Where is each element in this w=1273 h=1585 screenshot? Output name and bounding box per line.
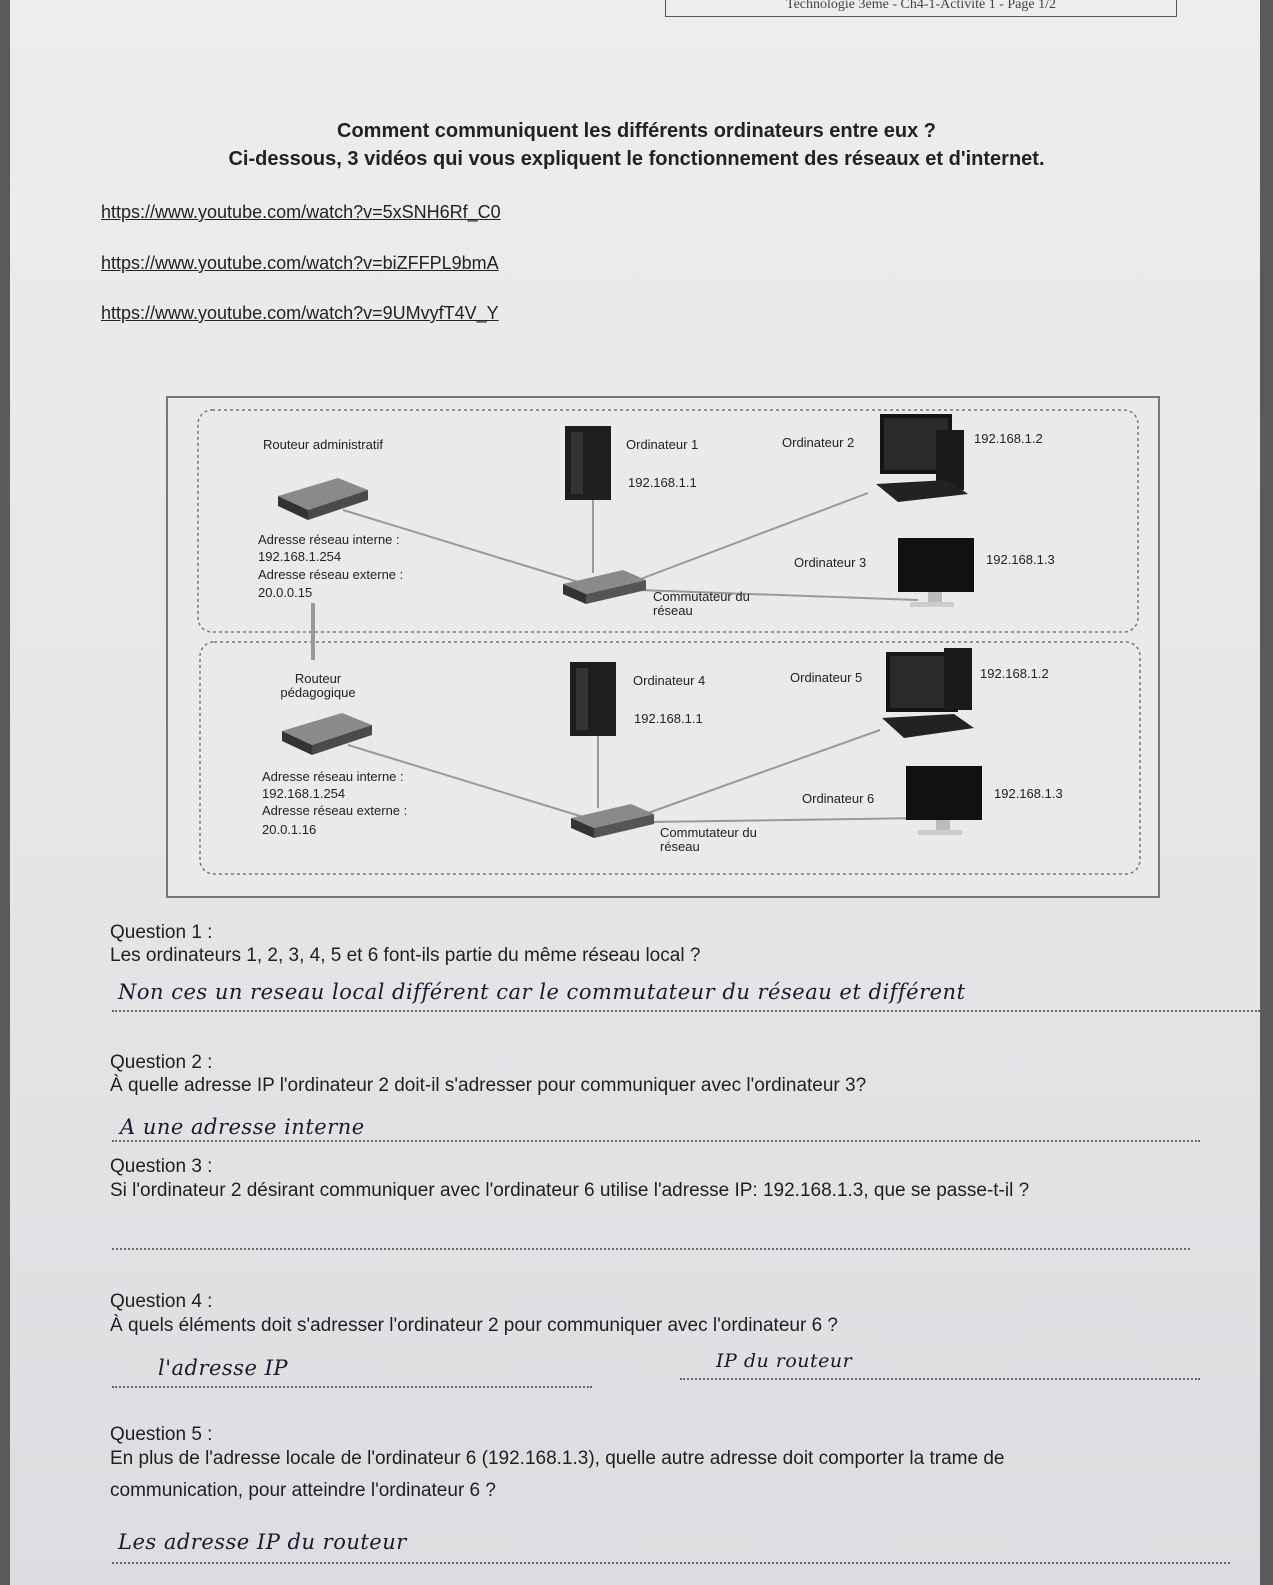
router-admin-ext-ip: 20.0.0.15 — [258, 585, 313, 600]
router-pedagogic-int-label: Adresse réseau interne : — [262, 769, 404, 784]
network-1-boundary — [197, 409, 1139, 633]
router-admin-label: Routeur administratif — [263, 437, 383, 452]
switch-1-label: Commutateur du réseau — [653, 589, 750, 618]
switch-2-label: Commutateur du réseau — [660, 825, 757, 854]
question-1-title: Question 1 : — [110, 922, 213, 943]
switch-1-icon — [563, 570, 646, 604]
question-5-title: Question 5 : — [110, 1424, 213, 1445]
pc-4-ip: 192.168.1.1 — [634, 711, 703, 726]
question-3-title: Question 3 : — [110, 1156, 213, 1177]
answer-4a[interactable]: l'adresse IP — [158, 1356, 289, 1380]
video-link-3[interactable]: https://www.youtube.com/watch?v=9UMvyfT4… — [101, 303, 499, 323]
answer-2-line — [112, 1140, 1200, 1142]
page-header: Technologie 3ème - Ch4-1-Activité 1 - Pa… — [665, 0, 1177, 17]
answer-1[interactable]: Non ces un reseau local différent car le… — [118, 980, 966, 1004]
router-pedagogic-icon — [282, 713, 372, 755]
question-5-text-line2: communication, pour atteindre l'ordinate… — [110, 1480, 496, 1501]
router-admin-icon — [278, 478, 368, 520]
question-2-text: À quelle adresse IP l'ordinateur 2 doit-… — [110, 1075, 867, 1096]
video-link-2[interactable]: https://www.youtube.com/watch?v=biZFFPL9… — [101, 253, 499, 273]
question-4-text: À quels éléments doit s'adresser l'ordin… — [110, 1315, 838, 1336]
pc-6-ip: 192.168.1.3 — [994, 786, 1063, 801]
desktop-pc-5-icon — [882, 648, 974, 738]
switch-2-icon — [571, 804, 654, 838]
answer-1-line — [112, 1010, 1260, 1012]
pc-4-label: Ordinateur 4 — [633, 673, 706, 688]
pc-2-label: Ordinateur 2 — [782, 435, 855, 450]
router-admin-int-ip: 192.168.1.254 — [258, 549, 342, 564]
router-pedagogic-ext-ip: 20.0.1.16 — [262, 822, 317, 837]
answer-5-line — [112, 1562, 1230, 1564]
pc-5-label: Ordinateur 5 — [790, 670, 863, 685]
answer-4b-line — [680, 1378, 1200, 1380]
answer-2[interactable]: A une adresse interne — [120, 1115, 365, 1139]
answer-4a-line — [112, 1386, 592, 1388]
router-pedagogic-ext-label: Adresse réseau externe : — [262, 803, 408, 818]
network-2-boundary — [199, 641, 1141, 875]
tower-pc-4-icon — [570, 662, 616, 736]
page-subtitle: Ci-dessous, 3 vidéos qui vous expliquent… — [228, 148, 1045, 170]
tower-pc-1-icon — [565, 426, 611, 500]
question-1-text: Les ordinateurs 1, 2, 3, 4, 5 et 6 font-… — [110, 945, 701, 966]
pc-1-ip: 192.168.1.1 — [628, 475, 697, 490]
pc-3-ip: 192.168.1.3 — [986, 552, 1055, 567]
desktop-pc-2-icon — [876, 414, 968, 502]
question-2-title: Question 2 : — [110, 1052, 213, 1073]
page-title: Comment communiquent les différents ordi… — [337, 120, 936, 142]
pc-3-label: Ordinateur 3 — [794, 555, 867, 570]
pc-2-ip: 192.168.1.2 — [974, 431, 1043, 446]
video-link-1[interactable]: https://www.youtube.com/watch?v=5xSNH6Rf… — [101, 202, 501, 222]
pc-1-label: Ordinateur 1 — [626, 437, 699, 452]
router-pedagogic-int-ip: 192.168.1.254 — [262, 786, 346, 801]
question-5-text-line1: En plus de l'adresse locale de l'ordinat… — [110, 1448, 1005, 1469]
answer-5[interactable]: Les adresse IP du routeur — [118, 1530, 407, 1554]
answer-3-line — [112, 1248, 1190, 1250]
router-admin-int-label: Adresse réseau interne : — [258, 532, 400, 547]
router-pedagogic-label: Routeur pédagogique — [280, 671, 356, 700]
monitor-pc-3-icon — [898, 538, 974, 607]
pc-5-ip: 192.168.1.2 — [980, 666, 1049, 681]
network-diagram: Routeur administratif Adresse réseau int… — [166, 396, 1160, 898]
answer-4b[interactable]: IP du routeur — [716, 1350, 853, 1372]
router-admin-ext-label: Adresse réseau externe : — [258, 567, 404, 582]
monitor-pc-6-icon — [906, 766, 982, 835]
pc-6-label: Ordinateur 6 — [802, 791, 875, 806]
question-4-title: Question 4 : — [110, 1291, 213, 1312]
question-3-text: Si l'ordinateur 2 désirant communiquer a… — [110, 1180, 1030, 1201]
